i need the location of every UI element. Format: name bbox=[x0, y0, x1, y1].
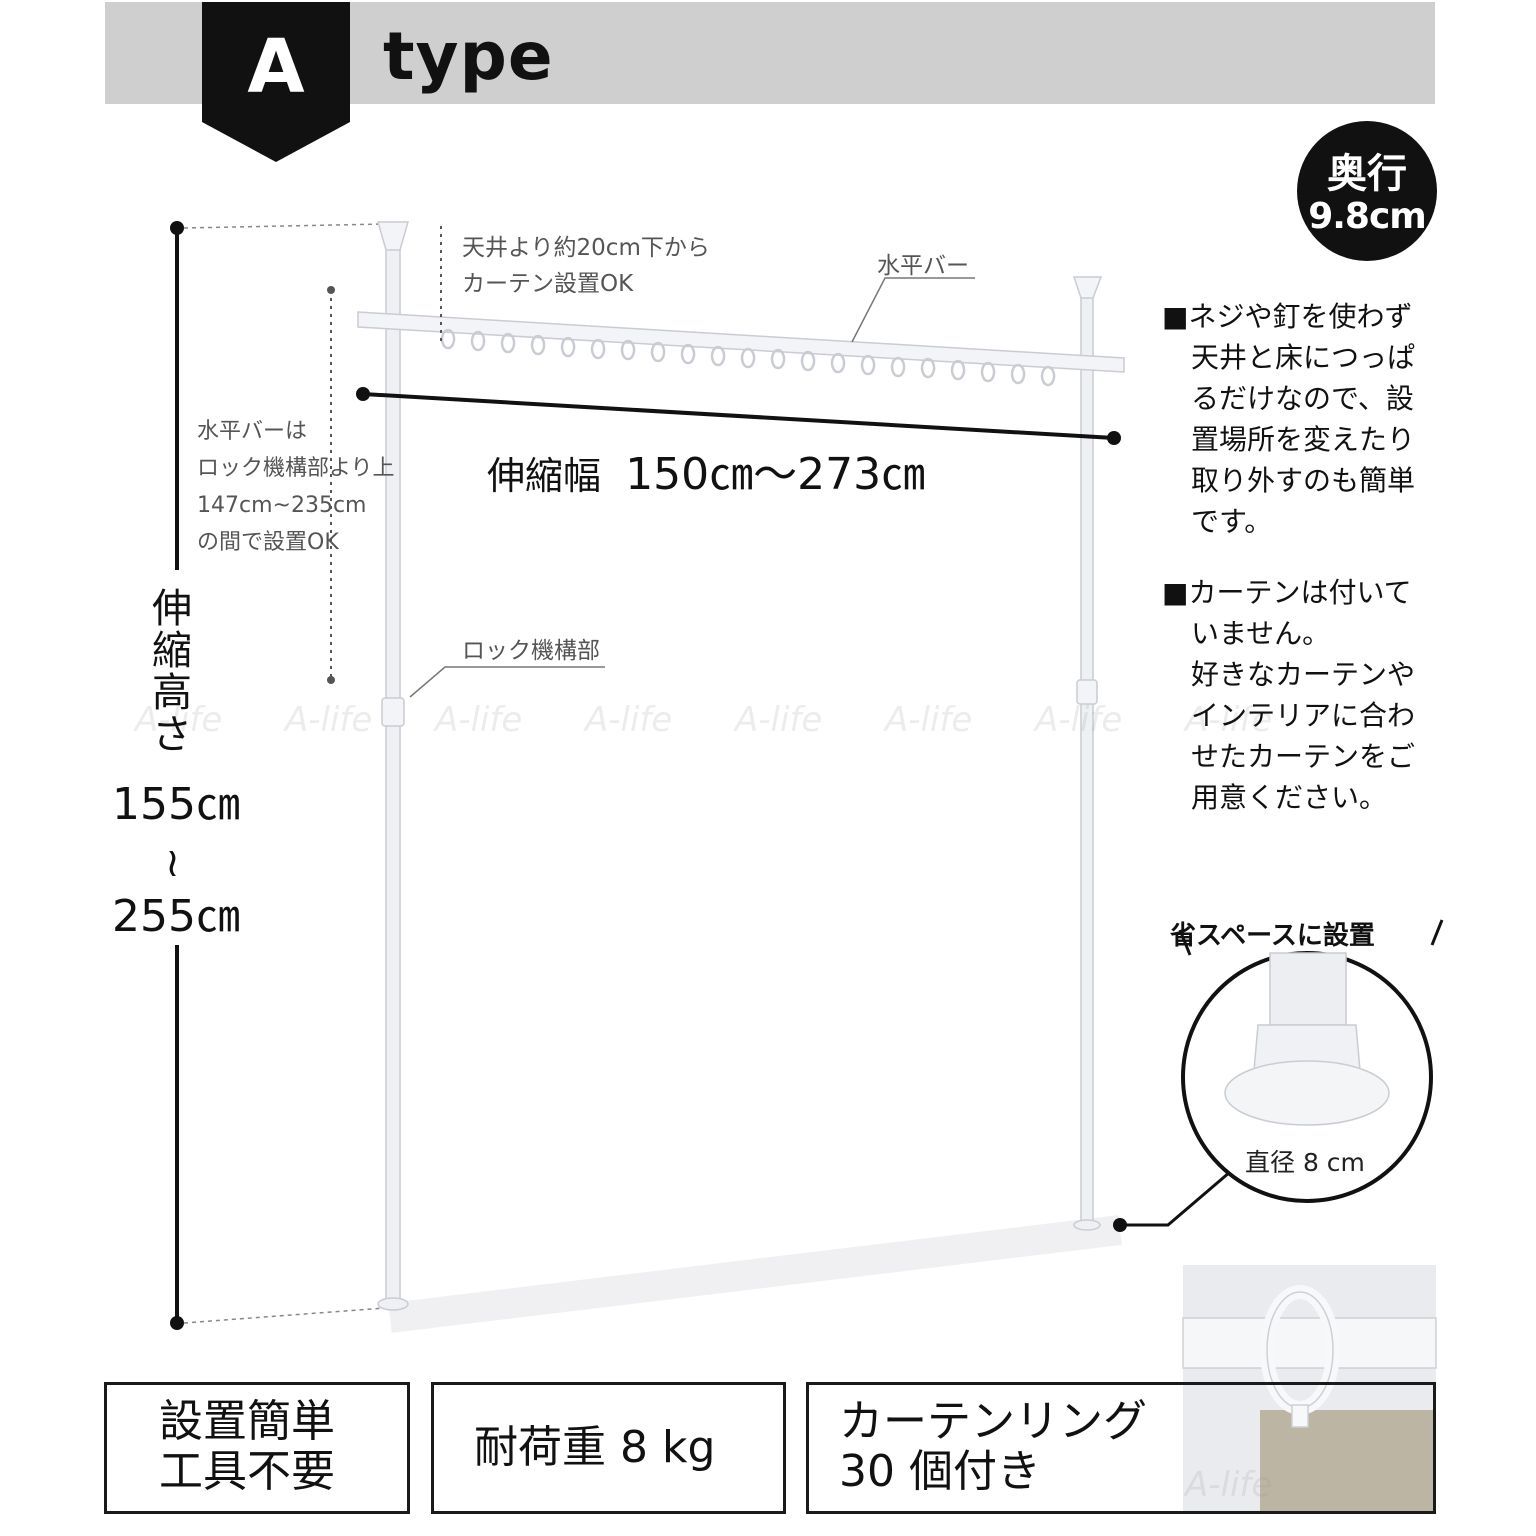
watermark: A-life bbox=[435, 700, 523, 740]
watermark: A-life bbox=[285, 700, 373, 740]
feature-box-rings: カーテンリング 30 個付き bbox=[806, 1382, 1436, 1514]
badge-letter: A bbox=[247, 24, 305, 110]
ceiling-note: 天井より約20cm下から カーテン設置OK bbox=[462, 235, 710, 297]
side-note-mounting: ■ネジや釘を使わず 天井と床につっぱ るだけなので、設 置場所を変えたり 取り外… bbox=[1162, 300, 1416, 538]
range-wave: ≀ bbox=[165, 840, 180, 886]
depth-badge: 奥行 9.8cm bbox=[1297, 121, 1437, 261]
feature-box-load: 耐荷重 8 kg bbox=[431, 1382, 786, 1514]
feature-box-easy-install: 設置簡単 工具不要 bbox=[104, 1382, 410, 1514]
feature-text: 耐荷重 8 kg bbox=[474, 1422, 716, 1473]
bar-height-note: 水平バーは ロック機構部より上 147cm~235cm の間で設置OK bbox=[197, 419, 395, 555]
height-label: 伸 縮 高 さ bbox=[152, 586, 192, 758]
watermark: A-life bbox=[585, 700, 673, 740]
depth-badge-label: 奥行 bbox=[1327, 151, 1407, 197]
watermark: A-life bbox=[1185, 1465, 1273, 1505]
height-min: 155㎝ bbox=[112, 779, 240, 830]
diameter-label: 直径 8 cm bbox=[1245, 1148, 1365, 1177]
side-note-curtain: ■カーテンは付いて いません。 好きなカーテンや インテリアに合わ せたカーテン… bbox=[1162, 576, 1416, 814]
watermark: A-life bbox=[735, 700, 823, 740]
space-saving-title: 省スペースに設置 bbox=[1170, 921, 1375, 951]
type-label: type bbox=[383, 18, 554, 95]
feature-text: 設置簡単 工具不要 bbox=[159, 1396, 335, 1497]
width-range-label: 伸縮幅 150㎝～273㎝ bbox=[487, 449, 926, 500]
horizontal-bar-label: 水平バー bbox=[877, 253, 969, 279]
watermark: A-life bbox=[1035, 700, 1123, 740]
watermark: A-life bbox=[135, 700, 223, 740]
height-max: 255㎝ bbox=[112, 891, 240, 942]
watermark: A-life bbox=[885, 700, 973, 740]
lock-part-label: ロック機構部 bbox=[462, 638, 600, 664]
watermark: A-life bbox=[1185, 700, 1273, 740]
depth-badge-value: 9.8cm bbox=[1308, 196, 1427, 237]
feature-text: カーテンリング 30 個付き bbox=[839, 1396, 1147, 1497]
type-badge: A bbox=[202, 2, 350, 162]
